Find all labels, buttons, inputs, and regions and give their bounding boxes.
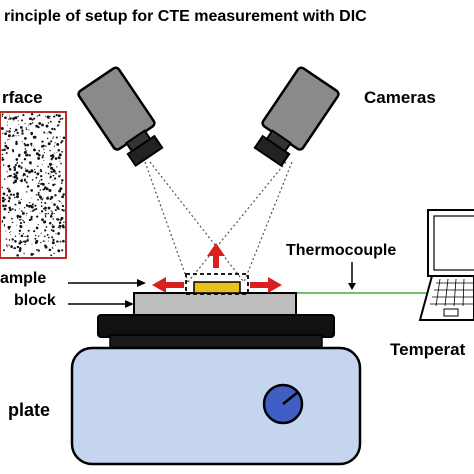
expansion-arrow-right-icon xyxy=(250,277,282,293)
speckle-surface xyxy=(0,111,67,259)
block-label: block xyxy=(14,292,56,309)
sample-label: ample xyxy=(0,270,47,287)
surface-label: rface xyxy=(2,88,43,107)
camera-view-lines xyxy=(144,161,293,283)
hotplate-top xyxy=(97,314,335,350)
expansion-outline xyxy=(185,273,249,295)
expansion-arrow-left-icon xyxy=(152,277,184,293)
right-camera-icon xyxy=(253,66,340,168)
temperature-label: Temperat xyxy=(390,340,466,359)
diagram-title: rinciple of setup for CTE measurement wi… xyxy=(4,8,367,25)
sample xyxy=(193,281,241,294)
cameras-label: Cameras xyxy=(364,88,436,107)
knob-icon xyxy=(262,383,304,425)
left-camera-icon xyxy=(77,66,164,168)
plate-label: plate xyxy=(8,400,51,420)
sample-pointer-arrow xyxy=(68,279,146,287)
thermocouple-pointer xyxy=(348,262,356,290)
thermocouple-label: Thermocouple xyxy=(286,242,397,259)
metal-block xyxy=(133,292,297,316)
expansion-arrow-up-icon xyxy=(207,243,225,268)
block-pointer-arrow xyxy=(68,300,134,308)
hotplate-base xyxy=(70,346,362,466)
laptop-icon xyxy=(418,209,474,321)
